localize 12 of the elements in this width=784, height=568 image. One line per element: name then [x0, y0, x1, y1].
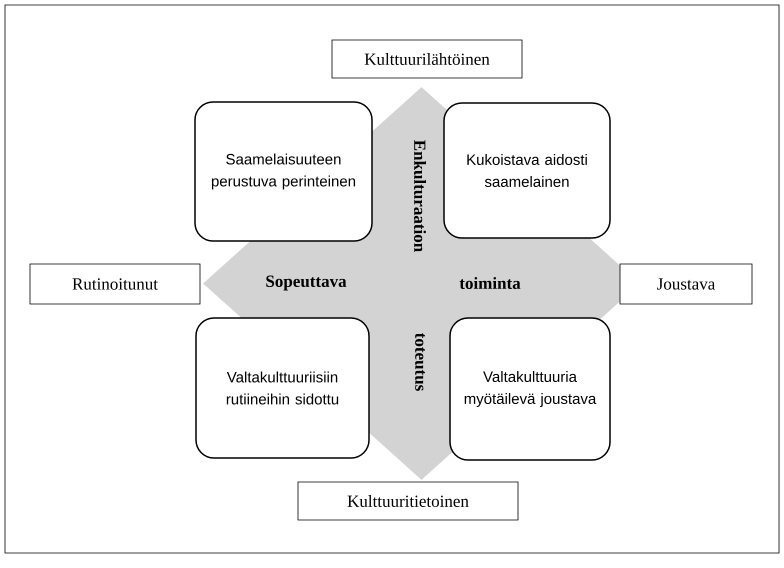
rounded-box: Valtakulttuuria myötäilevä joustava — [449, 317, 611, 461]
label-box: Rutinoitunut — [30, 264, 200, 304]
axis-label: toteutus — [415, 332, 425, 391]
label-box: Kulttuuritietoinen — [298, 482, 518, 520]
axis-label: toiminta — [460, 277, 520, 289]
rounded-box: Saamelaisuuteen perustuva perinteinen — [194, 101, 373, 242]
axis-label: Sopeuttava — [266, 276, 346, 290]
label-box: Kulttuurilähtöinen — [332, 40, 522, 78]
rounded-box: Kukoistava aidosti saamelainen — [443, 102, 611, 239]
axis-label: Enkulturaation — [414, 140, 426, 252]
rounded-box: Valtakulttuuriisiin rutiineihin sidottu — [195, 317, 370, 459]
label-box: Joustava — [620, 264, 752, 304]
